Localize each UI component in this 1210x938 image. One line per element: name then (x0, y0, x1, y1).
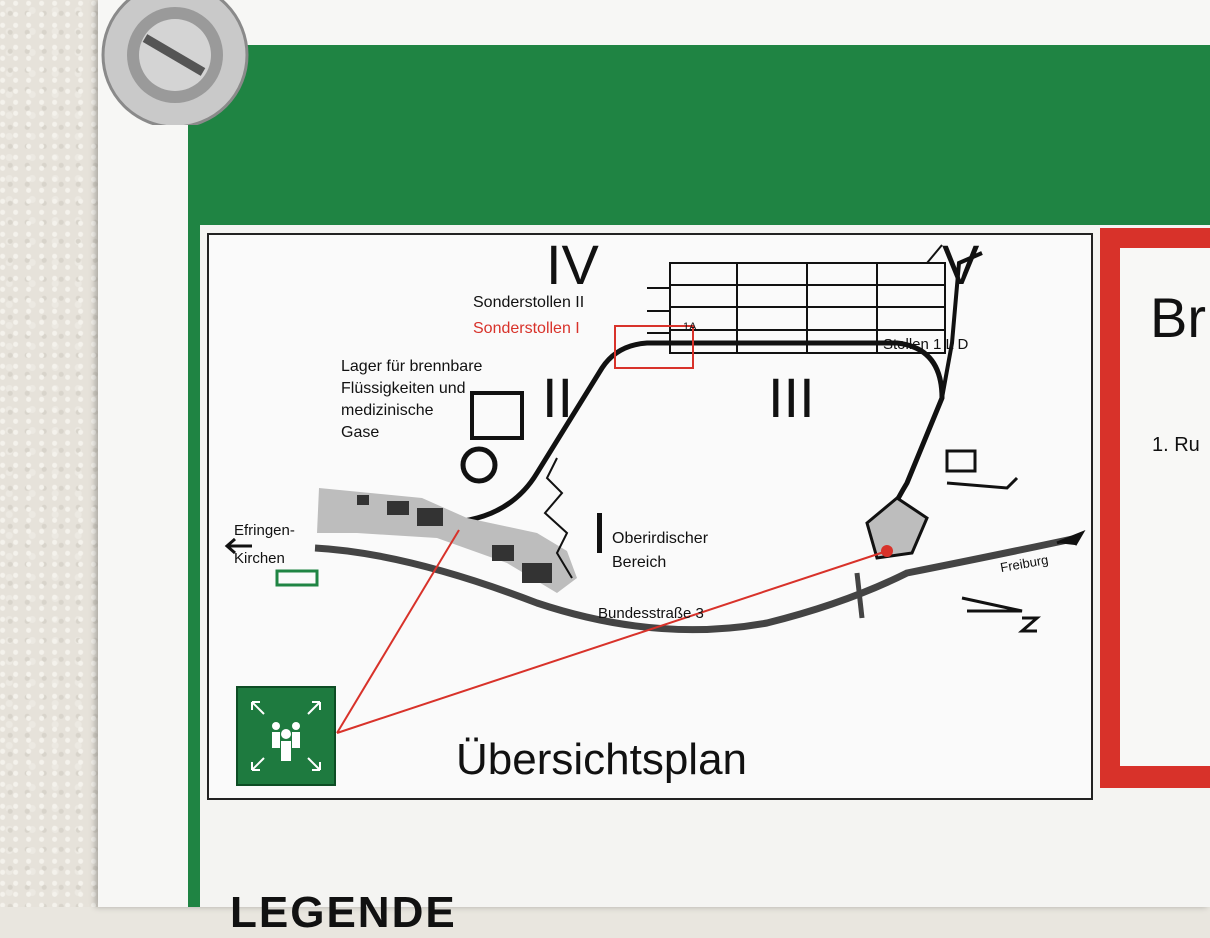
lager-label-3: medizinische (341, 402, 434, 419)
sonderstollen-i-label: Sonderstollen I (473, 320, 580, 337)
zone-iii-label: III (768, 366, 815, 429)
screw-icon (101, 0, 249, 125)
north-arrow-icon (961, 596, 1042, 633)
oberirdisch-label-2: Bereich (612, 554, 667, 571)
stollen-road (940, 251, 983, 399)
stollen-label: Stollen 1 L D (883, 336, 969, 353)
legend-title: LEGENDE (230, 888, 457, 937)
bundesstrasse-label: Bundesstraße 3 (598, 605, 704, 622)
lager-label-4: Gase (341, 424, 380, 441)
tunnel-grid (647, 244, 946, 354)
above-ground-marker (597, 513, 602, 553)
exit-sign (275, 569, 319, 587)
zone-iv-label: IV (546, 233, 599, 296)
bundesstrasse-3 (314, 534, 1078, 634)
surface-facilities (317, 391, 577, 593)
sonderstollen-highlight (614, 325, 694, 369)
right-facility (865, 449, 1019, 560)
arrow-efringen (224, 537, 252, 555)
assembly-point-icon (236, 686, 336, 786)
area-boundary (543, 457, 573, 579)
lager-label-2: Flüssigkeiten und (341, 380, 466, 397)
arrow-freiburg (1056, 529, 1086, 546)
tunnel-1a-label: 1A (683, 321, 697, 333)
efringen-label-1: Efringen- (234, 522, 295, 539)
overview-map (224, 244, 1086, 734)
zone-ii-label: II (542, 366, 574, 429)
oberirdisch-label-1: Oberirdischer (612, 530, 709, 547)
zone-v-label: V (942, 233, 980, 296)
panel-item: 1. Ru (1152, 434, 1200, 456)
assembly-line-2 (336, 550, 888, 734)
assembly-line-1 (336, 529, 460, 734)
panel-title: Br (1150, 286, 1206, 349)
sonderstollen-ii-label: Sonderstollen II (473, 294, 585, 311)
fire-instructions-panel-inner (1120, 248, 1210, 766)
plan-title: Übersichtsplan (456, 735, 748, 784)
lager-label-1: Lager für brennbare (341, 358, 483, 375)
efringen-label-2: Kirchen (234, 550, 285, 567)
access-road (436, 340, 945, 526)
